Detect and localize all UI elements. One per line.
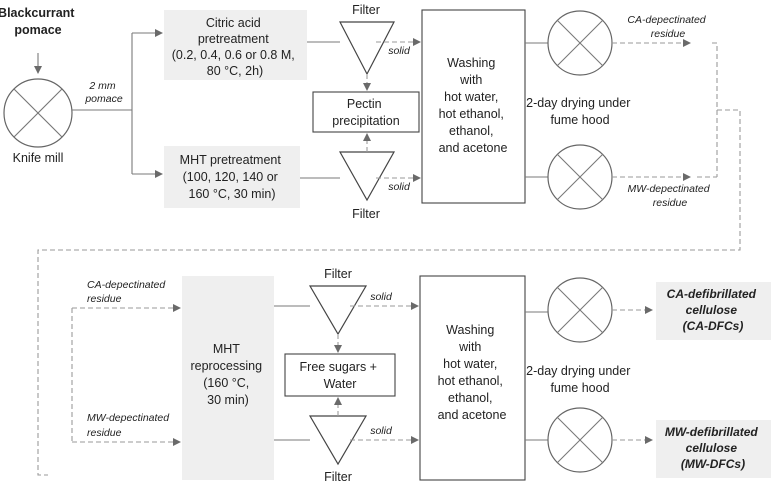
- pomace-size-label: 2 mm pomace: [84, 80, 123, 105]
- filter-label-top-2: Filter: [324, 267, 352, 281]
- knife-mill-label: Knife mill: [13, 151, 64, 165]
- free-sugars-box: [284, 353, 396, 397]
- solid-label-top-2: solid: [370, 291, 393, 303]
- mw-dfc-box: [656, 420, 771, 478]
- washing-box-bottom: [419, 275, 526, 481]
- solid-label-top: solid: [388, 45, 411, 57]
- drying-icon-top: [547, 10, 613, 76]
- mw-residue-in-label: MW-depectinated residue: [87, 412, 172, 439]
- ca-residue-label: CA-depectinated residue: [627, 14, 708, 40]
- drying-icon-bottom: [547, 144, 613, 210]
- mw-dfc-text: MW-defibrillated cellulose (MW-DFCs): [665, 425, 761, 471]
- mht-pretreatment-box: [164, 146, 300, 208]
- filter-icon-top-2: [308, 285, 368, 336]
- drying-label-top: 2-day drying under fume hood: [526, 96, 634, 127]
- drying-icon-top-2: [547, 277, 613, 343]
- raw-material-label: Blackcurrant pomace: [0, 6, 78, 37]
- filter-label-bottom-2: Filter: [324, 470, 352, 484]
- pectin-precipitation-box: [312, 91, 420, 133]
- washing-text-top: Washing with hot water, hot ethanol, eth…: [439, 56, 508, 155]
- filter-icon-top: [339, 21, 395, 76]
- filter-label-bottom: Filter: [352, 207, 380, 221]
- drying-icon-bottom-2: [547, 407, 613, 473]
- mht-reprocessing-text: MHT reprocessing (160 °C, 30 min): [190, 342, 265, 407]
- filter-icon-bottom-2: [308, 415, 368, 466]
- pectin-precipitation-text: Pectin precipitation: [332, 97, 399, 128]
- drying-label-bottom: 2-day drying under fume hood: [526, 364, 634, 395]
- mht-pretreatment-text: MHT pretreatment (100, 120, 140 or 160 °…: [180, 153, 285, 201]
- washing-text-bottom: Washing with hot water, hot ethanol, eth…: [438, 323, 507, 422]
- knife-mill-icon: [3, 78, 73, 148]
- washing-box-top: [421, 9, 526, 204]
- ca-pretreatment-box: [164, 10, 307, 80]
- connector-dashed: [37, 42, 741, 476]
- ca-pretreatment-text: Citric acid pretreatment (0.2, 0.4, 0.6 …: [172, 16, 298, 78]
- mht-reprocessing-box: [182, 276, 274, 480]
- solid-label-bottom-2: solid: [370, 425, 393, 437]
- free-sugars-text: Free sugars + Water: [300, 360, 381, 391]
- mw-residue-label: MW-depectinated residue: [627, 183, 712, 209]
- ca-dfc-text: CA-defibrillated cellulose (CA-DFCs): [667, 287, 760, 333]
- filter-icon-bottom: [338, 151, 396, 202]
- solid-label-bottom: solid: [388, 181, 411, 193]
- ca-residue-in-label: CA-depectinated residue: [87, 279, 168, 305]
- filter-label-top: Filter: [352, 3, 380, 17]
- ca-dfc-box: [656, 282, 771, 340]
